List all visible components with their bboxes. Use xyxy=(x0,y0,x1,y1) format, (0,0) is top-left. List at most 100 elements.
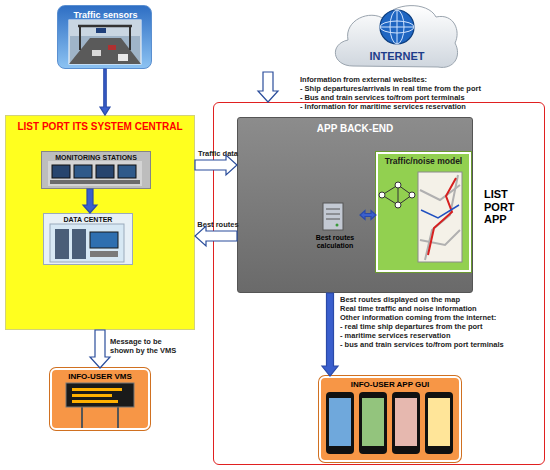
flow-arrow xyxy=(195,155,237,175)
server-led xyxy=(336,224,339,227)
info-label: - Bus and train services to/from port te… xyxy=(300,94,465,103)
server-slot xyxy=(326,214,340,215)
server-slot xyxy=(326,209,340,210)
server-case xyxy=(323,203,343,230)
server-rack xyxy=(55,229,69,259)
monitor xyxy=(74,165,92,178)
info-label: - Information for maritime services rese… xyxy=(300,103,466,112)
car xyxy=(92,50,101,56)
info-label: - maritime services reservation xyxy=(340,332,450,341)
traffic-photo xyxy=(69,20,141,64)
info-label: - real time ship departures from the por… xyxy=(340,323,483,332)
graph-node xyxy=(395,182,401,188)
info-label: - Ship departures/arrivals in real time … xyxy=(300,85,481,94)
info-label: Information from external websites: xyxy=(300,76,427,85)
system-box: LIST PORT ITS SYSTEM CENTRALMONITORING S… xyxy=(5,115,195,330)
output-box: INFO-USER VMS xyxy=(50,368,150,430)
sensor-unit xyxy=(96,28,106,33)
backend-box: APP BACK-END Best routes calculation Traff… xyxy=(237,117,473,293)
desk xyxy=(90,251,118,257)
model-box: Traffic/noise model xyxy=(376,152,471,272)
phones xyxy=(326,392,453,454)
node-label: APP BACK-END xyxy=(238,123,472,135)
map-route xyxy=(421,205,459,218)
map-route xyxy=(428,178,456,255)
monitor xyxy=(118,165,136,178)
monitor-row xyxy=(48,161,142,186)
gantry-pole xyxy=(129,25,131,50)
graph-node xyxy=(379,192,385,198)
globe-icon xyxy=(380,10,414,44)
node-label: MONITORING STATIONS xyxy=(42,154,150,162)
station-box: MONITORING STATIONS xyxy=(41,151,151,189)
phone xyxy=(359,392,387,454)
desk xyxy=(50,180,140,184)
sign-panel xyxy=(66,383,134,407)
signal-arrow xyxy=(100,69,110,115)
info-label: Best routes displayed on the map xyxy=(340,296,460,305)
node-label: Best routes calculation xyxy=(310,234,360,250)
sign-post xyxy=(81,405,83,428)
photo-frame xyxy=(69,20,141,64)
server-icon xyxy=(323,203,343,230)
data-center-box: DATA CENTER xyxy=(43,213,133,265)
graph-node xyxy=(409,192,415,198)
flow-arrow xyxy=(258,72,278,102)
screen xyxy=(90,232,118,248)
signal-arrow xyxy=(322,293,338,376)
gantry-pole xyxy=(79,25,81,50)
graph-link xyxy=(398,195,412,205)
graph-link xyxy=(382,185,398,195)
data-center-photo xyxy=(50,224,124,262)
room xyxy=(50,224,124,262)
exchange-arrow xyxy=(360,211,376,220)
globe-parallel xyxy=(380,21,414,33)
arrow-label: Traffic data xyxy=(190,150,246,159)
node-label: INFO-USER APP GUI xyxy=(321,380,459,389)
output-box: INFO-USER APP GUI xyxy=(319,376,461,462)
monitor xyxy=(96,165,114,178)
server-node: Best routes calculation xyxy=(310,202,360,268)
map-road xyxy=(420,230,460,245)
map xyxy=(418,172,462,262)
gantry-beam xyxy=(78,25,132,28)
node-label: Traffic/noise model xyxy=(378,157,469,167)
sign-message xyxy=(72,388,122,391)
signal-arrow xyxy=(83,189,97,213)
car xyxy=(108,45,116,50)
photo-sky xyxy=(69,20,141,36)
info-label: Real time traffic and noise information xyxy=(340,305,477,314)
globe xyxy=(380,10,414,44)
graph-link xyxy=(398,185,412,195)
app-container: LIST PORT APPAPP BACK-ENDBest routes cal… xyxy=(213,102,545,465)
graph-link xyxy=(398,185,399,205)
phone xyxy=(326,392,354,454)
globe-meridian xyxy=(390,10,404,44)
graph-link xyxy=(382,195,398,205)
flow-arrow xyxy=(195,226,237,246)
car xyxy=(118,54,128,61)
node-label: Traffic sensors xyxy=(58,10,153,20)
arrow-label: Best routes xyxy=(190,221,246,230)
phone-screen xyxy=(428,398,450,446)
model-illustration xyxy=(379,172,462,262)
info-label: - bus and train services to/from port te… xyxy=(340,341,504,350)
cloud-outline xyxy=(258,0,463,72)
node-label: INFO-USER VMS xyxy=(52,372,148,381)
phone xyxy=(425,392,453,454)
info-label: Other information coming from the intern… xyxy=(340,314,496,323)
phone-screen xyxy=(395,398,417,446)
map-road xyxy=(420,185,460,200)
phone-screen xyxy=(329,398,351,446)
map-road xyxy=(425,175,458,260)
server-rack xyxy=(72,229,86,259)
node-label: DATA CENTER xyxy=(44,216,132,224)
monitor xyxy=(52,165,70,178)
server-slot xyxy=(326,219,340,220)
sign-message xyxy=(72,400,118,403)
photo-road xyxy=(69,38,141,64)
globe-equator xyxy=(380,27,414,28)
flow-arrow xyxy=(90,330,110,368)
phone xyxy=(392,392,420,454)
